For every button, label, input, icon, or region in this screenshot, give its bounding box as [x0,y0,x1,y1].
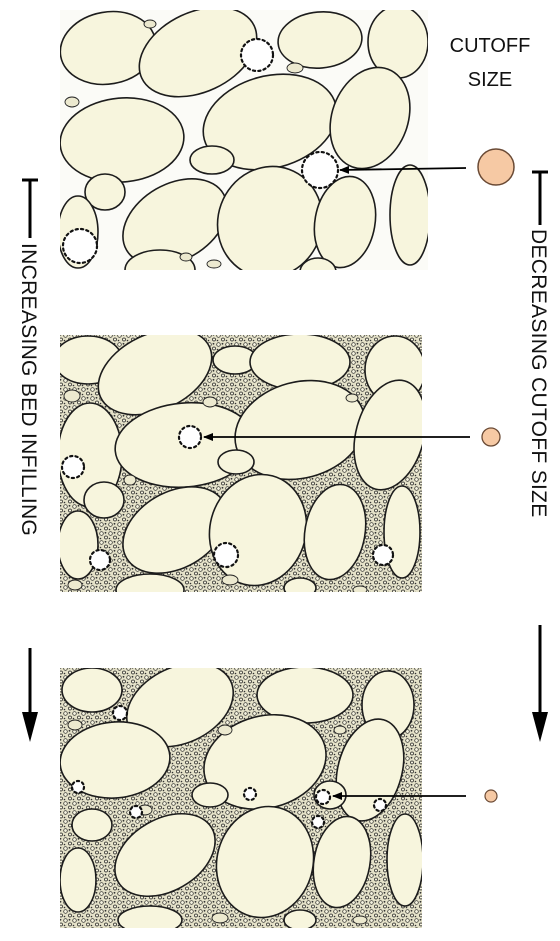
pore-marker [63,229,97,263]
cutoff-circle-large [478,149,514,185]
pore-marker [62,456,84,478]
left-axis-arrowhead [22,712,38,742]
pore-marker [241,39,273,71]
cutoff-size-label-line2: SIZE [468,69,512,91]
panel-low-infilling [54,0,430,292]
cutoff-circle-small [485,790,497,802]
pore-marker-highlighted [316,790,330,804]
cutoff-size-label-line1: CUTOFF [450,35,531,57]
panel-high-infilling [57,647,423,934]
pore-marker [214,543,238,567]
pore-marker [374,799,386,811]
pore-marker [90,550,110,570]
left-axis-label: INCREASING BED INFILLING [17,243,40,536]
pore-marker [113,706,127,720]
pore-marker-highlighted [302,152,338,188]
pore-marker [130,806,142,818]
pore-marker [373,545,393,565]
pore-marker-highlighted [179,426,201,448]
right-axis-label: DECREASING CUTOFF SIZE [527,229,550,518]
right-axis-arrowhead [532,712,548,742]
panel-medium-infilling [54,312,437,606]
pore-marker [312,816,324,828]
pore-marker [244,788,256,800]
cutoff-circle-medium [482,428,500,446]
pore-marker [72,781,84,793]
